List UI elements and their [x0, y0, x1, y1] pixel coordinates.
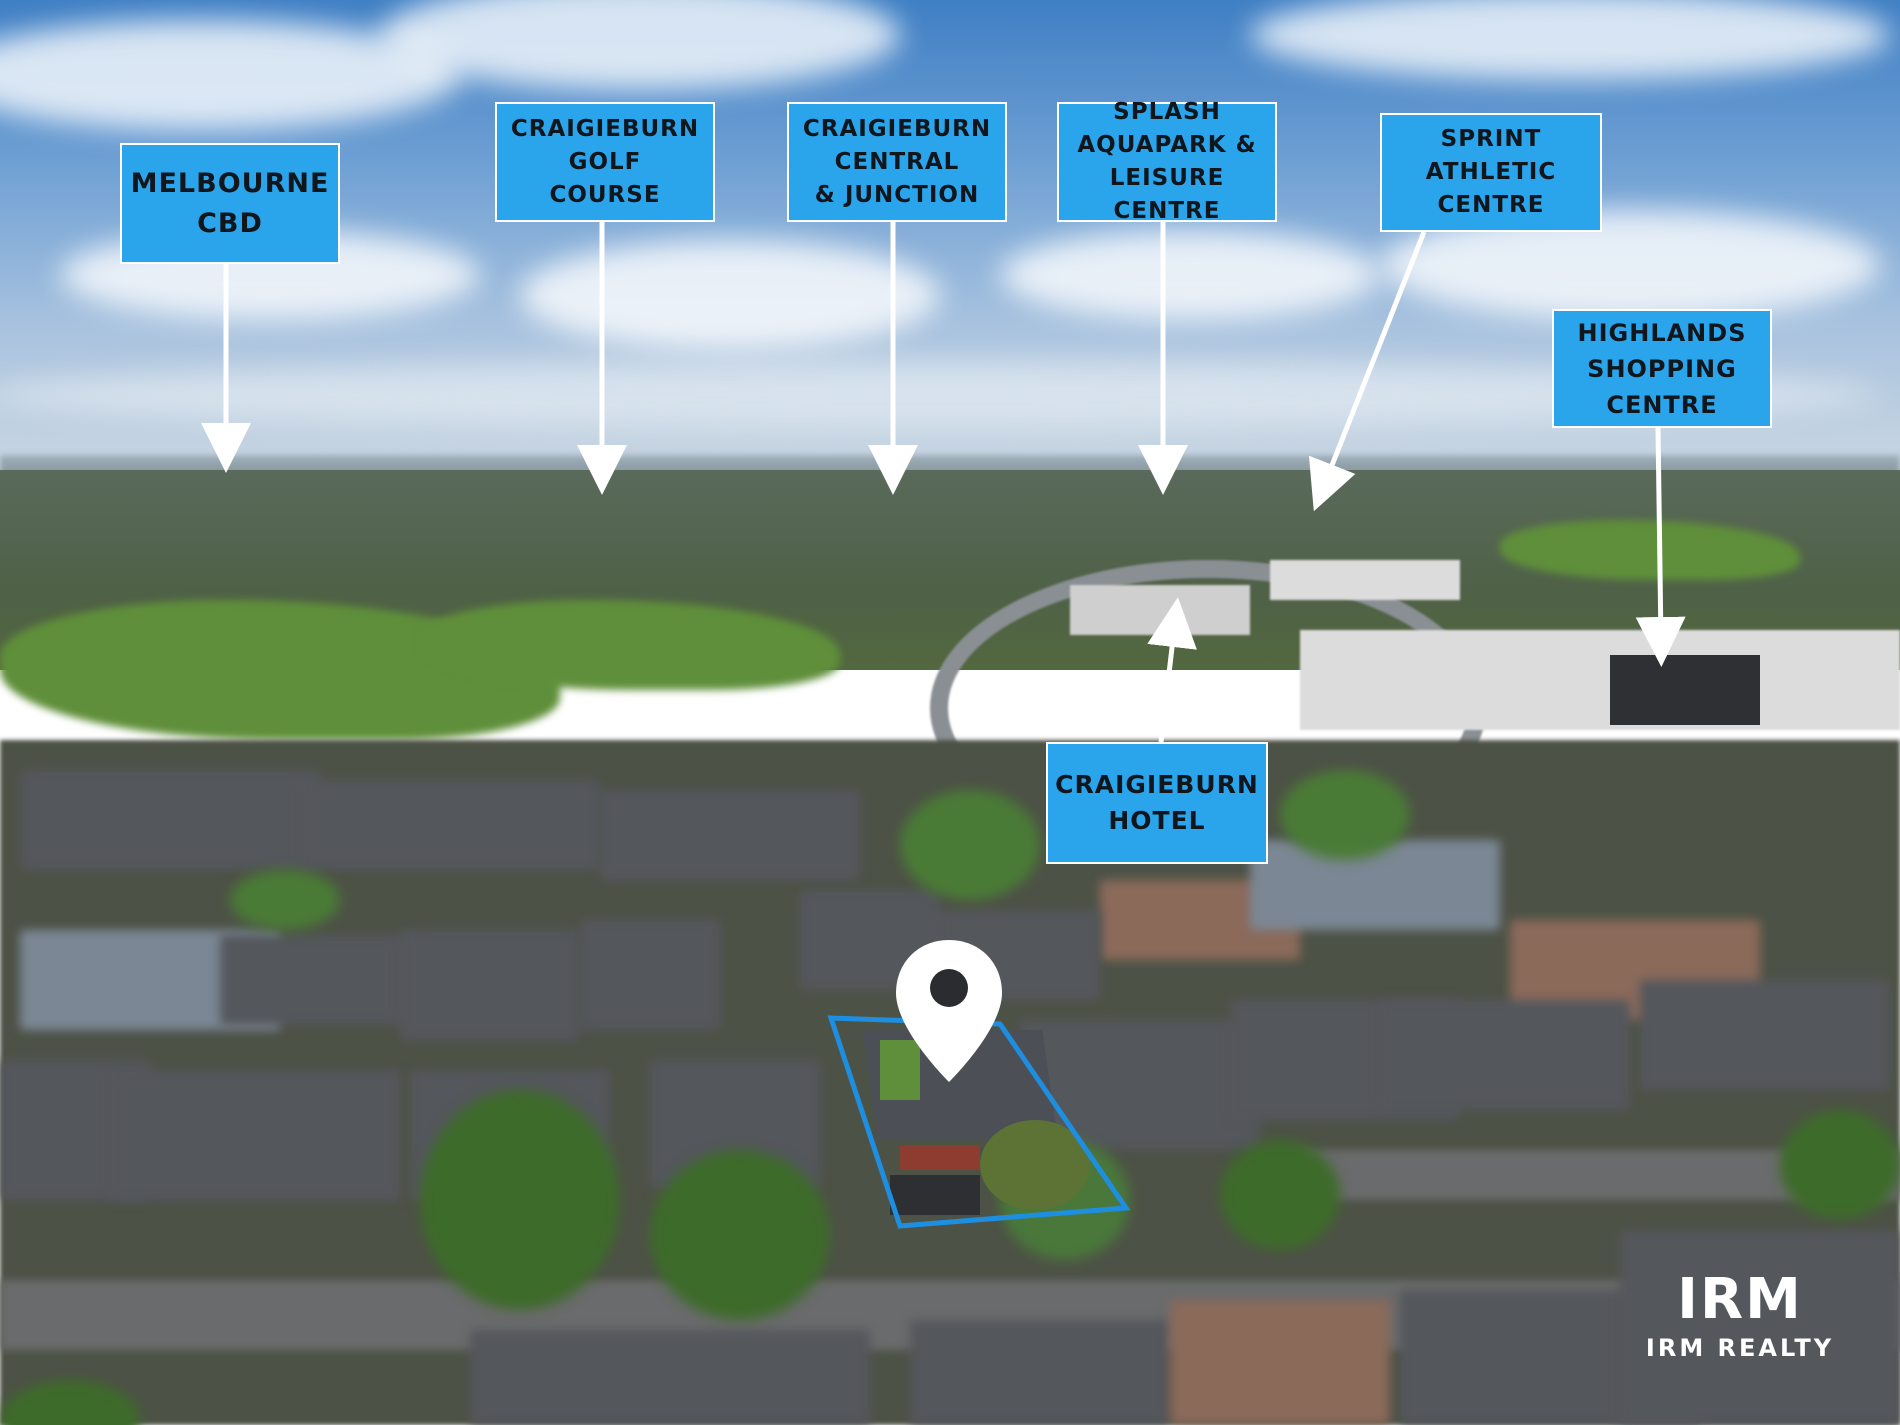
shopping-centre-dark-block	[1610, 655, 1760, 725]
house-roof	[1380, 1000, 1630, 1110]
tree	[1220, 1140, 1340, 1250]
cloud	[1000, 230, 1380, 320]
label-sprint: SPRINT ATHLETIC CENTRE	[1380, 113, 1602, 232]
cloud	[380, 0, 900, 90]
tree	[650, 1150, 830, 1320]
subject-garage-door	[900, 1145, 980, 1170]
shopping-centre-building	[1300, 630, 1900, 730]
house-roof	[580, 920, 720, 1030]
house-roof	[600, 790, 860, 880]
cloud	[1250, 0, 1890, 80]
house-roof	[400, 930, 580, 1040]
house-roof	[1170, 1300, 1390, 1425]
hotel-building	[1270, 560, 1460, 600]
cloud	[520, 240, 940, 350]
house-roof	[1620, 1230, 1900, 1425]
house-roof	[1640, 980, 1890, 1090]
tree	[1780, 1110, 1900, 1220]
tree	[900, 790, 1040, 900]
house-roof	[20, 770, 320, 870]
subject-front-tree	[980, 1120, 1090, 1210]
label-highlands: HIGHLANDS SHOPPING CENTRE	[1552, 309, 1772, 428]
house-roof	[800, 890, 940, 990]
leisure-centre-building	[1070, 585, 1250, 635]
label-golf-course: CRAIGIEBURN GOLF COURSE	[495, 102, 715, 222]
irm-realty-logo: IRM IRM REALTY	[1620, 1270, 1860, 1380]
house-roof	[470, 1330, 870, 1425]
house-roof	[300, 780, 600, 870]
house-roof	[110, 1070, 400, 1200]
tree	[230, 870, 340, 930]
house-roof	[1250, 840, 1500, 930]
logo-mark: IRM	[1677, 1267, 1803, 1332]
tree	[420, 1090, 620, 1310]
label-central-junction: CRAIGIEBURN CENTRAL & JUNCTION	[787, 102, 1007, 222]
tree	[1280, 770, 1410, 860]
label-splash: SPLASH AQUAPARK & LEISURE CENTRE	[1057, 99, 1277, 224]
label-melbourne-cbd: MELBOURNE CBD	[120, 143, 340, 264]
house-roof	[910, 1320, 1170, 1425]
label-hotel: CRAIGIEBURN HOTEL	[1046, 742, 1268, 864]
subject-driveway	[890, 1175, 980, 1215]
house-roof	[220, 935, 420, 1025]
subject-backyard	[880, 1040, 920, 1100]
logo-name: IRM REALTY	[1645, 1334, 1835, 1362]
